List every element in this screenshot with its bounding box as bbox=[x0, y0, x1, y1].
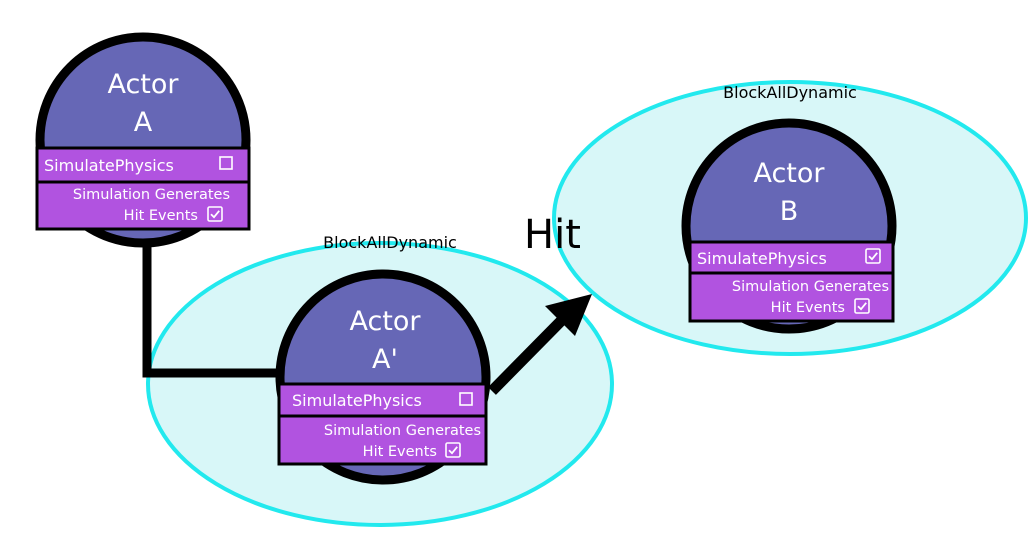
actor-a-props-panel bbox=[35, 146, 251, 231]
actor-a-gen-hit-line2: Hit Events bbox=[124, 208, 198, 224]
actor-a-prime-props-panel bbox=[277, 382, 488, 466]
hit-arrow-shaft bbox=[488, 316, 566, 395]
zone-label-b: BlockAllDynamic bbox=[723, 83, 857, 102]
actor-a-prime-gen-hit-line2: Hit Events bbox=[363, 444, 437, 460]
actor-a-prime-gen-hit-line1: Simulation Generates bbox=[324, 423, 481, 439]
actor-b-gen-hit-line1: Simulation Generates bbox=[732, 279, 889, 295]
actor-a: Actor A SimulatePhysics Simulation Gener… bbox=[35, 32, 251, 248]
actor-a-subtitle: A bbox=[134, 107, 153, 138]
hit-arrow-head bbox=[545, 294, 592, 336]
actor-a-prime-title: Actor bbox=[349, 306, 421, 337]
actor-b-gen-hit-line2: Hit Events bbox=[771, 300, 845, 316]
actor-a-simulate-physics-label: SimulatePhysics bbox=[44, 156, 174, 175]
actor-a-title: Actor bbox=[107, 69, 179, 100]
actor-a-prime-subtitle: A' bbox=[372, 344, 398, 375]
zone-label-a-prime: BlockAllDynamic bbox=[323, 233, 457, 252]
hit-label: Hit bbox=[524, 212, 581, 258]
actor-b-title: Actor bbox=[753, 158, 825, 189]
actor-a-prime-simulate-physics-label: SimulatePhysics bbox=[292, 391, 422, 410]
actor-a-gen-hit-line1: Simulation Generates bbox=[73, 187, 230, 203]
movement-path-line bbox=[142, 232, 282, 378]
actor-b-subtitle: B bbox=[780, 196, 799, 227]
actor-a-prime: Actor A' SimulatePhysics Simulation Gene… bbox=[275, 269, 491, 485]
actor-b: Actor B SimulatePhysics Simulation Gener… bbox=[681, 118, 897, 334]
actor-b-simulate-physics-label: SimulatePhysics bbox=[697, 249, 827, 268]
